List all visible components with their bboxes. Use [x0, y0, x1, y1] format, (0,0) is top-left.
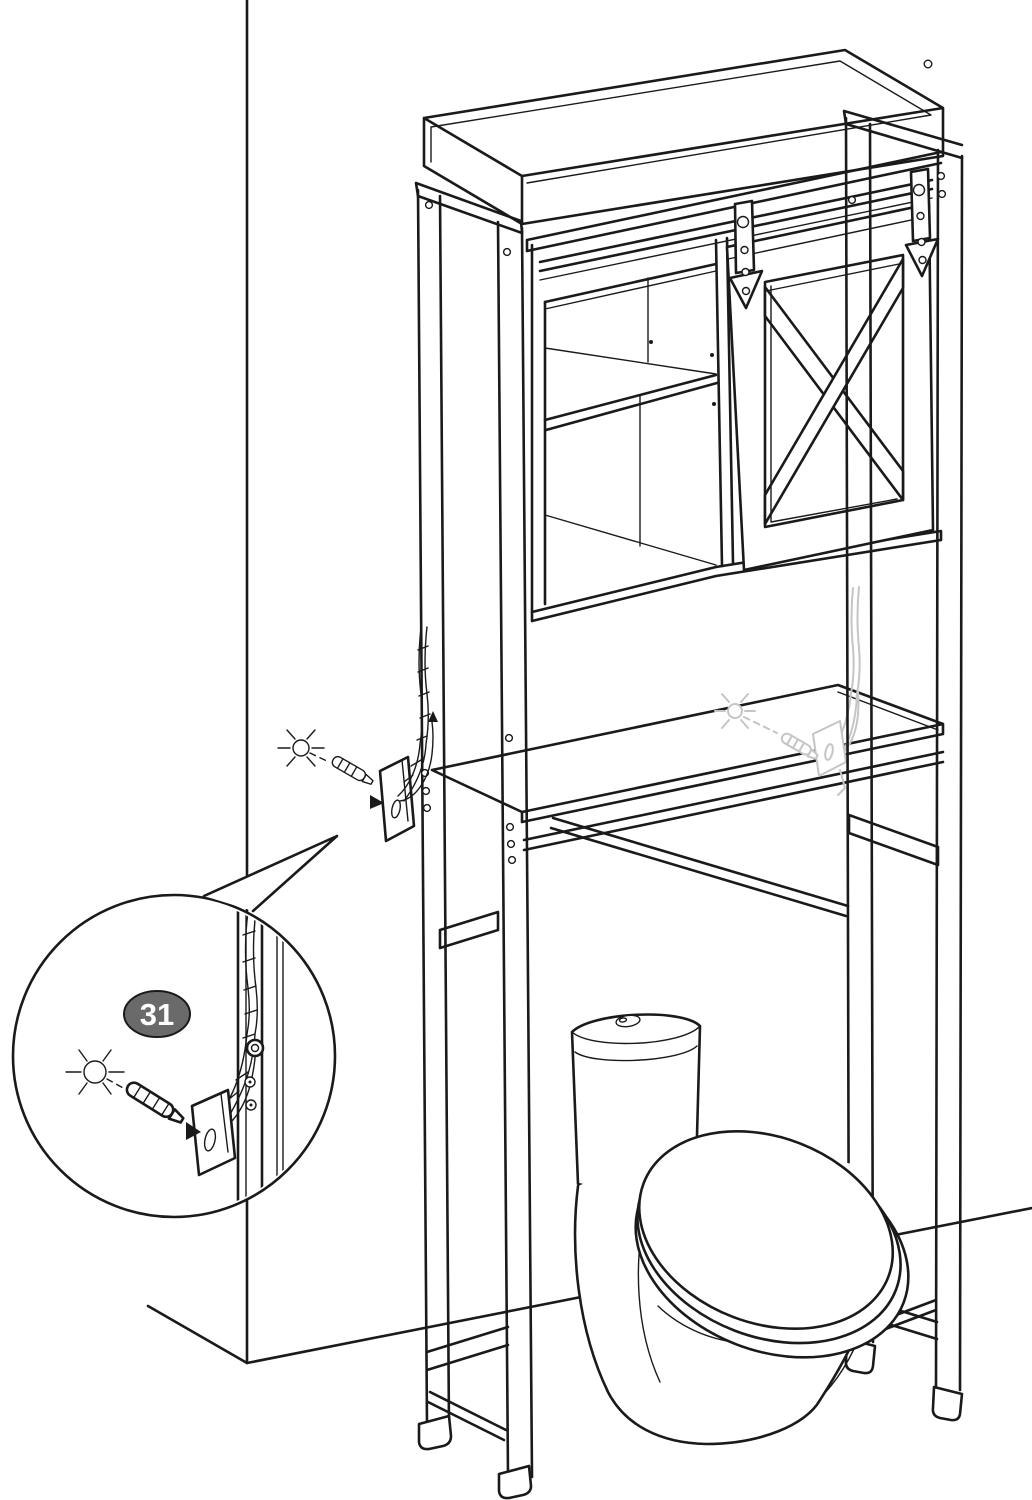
- left-frame-front-post: [496, 220, 534, 1479]
- callout-bubble: 31: [11, 834, 339, 1219]
- ghost-anti-tip-hardware: [714, 586, 861, 796]
- left-frame-diagonal-brace: [426, 1390, 508, 1442]
- under-shelf-diagonal-brace: [549, 816, 850, 918]
- toilet-seat-lid: [637, 1129, 895, 1331]
- open-shelf-compartment: [543, 262, 719, 566]
- callout-circle: [11, 893, 337, 1219]
- wall-mark-starburst: [277, 729, 325, 767]
- left-frame-mid-crossbar: [438, 910, 500, 950]
- cabinet-middle-shelf: [543, 373, 719, 432]
- left-frame-front-foot: [497, 1464, 533, 1500]
- cabinet-top-tray: [422, 48, 945, 226]
- insert-arrow: [370, 795, 384, 809]
- right-frame-front-post: [934, 148, 964, 1392]
- ghost-wall-anchor: [780, 732, 819, 760]
- door-x-panel: [763, 253, 905, 529]
- wall-anchor: [331, 755, 374, 785]
- left-frame-top-rail: [414, 181, 524, 235]
- cabinet-divider: [714, 236, 735, 568]
- cabinet-left-edge: [530, 243, 547, 614]
- ghost-wall-mark-starburst: [714, 693, 756, 729]
- anti-tip-hardware: [277, 626, 438, 843]
- barn-door-hanger-left: [728, 199, 764, 310]
- left-frame-low-crossbar: [425, 1325, 510, 1372]
- left-side-frame: [414, 181, 534, 1500]
- left-frame-rear-post: [416, 188, 451, 1429]
- callout-wall-mark-starburst: [65, 1049, 125, 1095]
- part-number: 31: [140, 997, 174, 1032]
- callout-insert-arrow: [186, 1122, 201, 1140]
- cabinet: [525, 150, 943, 623]
- right-frame-front-foot: [931, 1385, 964, 1422]
- x-batten-front: [763, 257, 905, 526]
- right-frame-rear-post: [844, 116, 875, 1344]
- shelf-support-beam: [522, 750, 945, 852]
- anchor-bracket: [378, 755, 416, 843]
- barn-door-hanger-right: [904, 167, 940, 278]
- left-frame-rear-foot: [417, 1414, 453, 1451]
- part-badge: 31: [123, 990, 191, 1038]
- sliding-barn-door: [725, 202, 935, 572]
- cabinet-bottom: [530, 529, 943, 623]
- right-side-frame: [842, 59, 964, 1422]
- right-frame-mid-crossbar: [847, 813, 940, 867]
- anti-tip-strap: [397, 626, 438, 802]
- callout-wall-anchor: [125, 1081, 185, 1124]
- right-frame-screws: [847, 59, 947, 205]
- middle-shelf: [430, 683, 945, 918]
- left-frame-screws: [420, 200, 517, 865]
- ghost-bracket: [812, 720, 847, 777]
- toilet: [570, 1013, 910, 1446]
- right-frame-top-rail: [842, 109, 964, 160]
- callout-tail: [204, 836, 337, 911]
